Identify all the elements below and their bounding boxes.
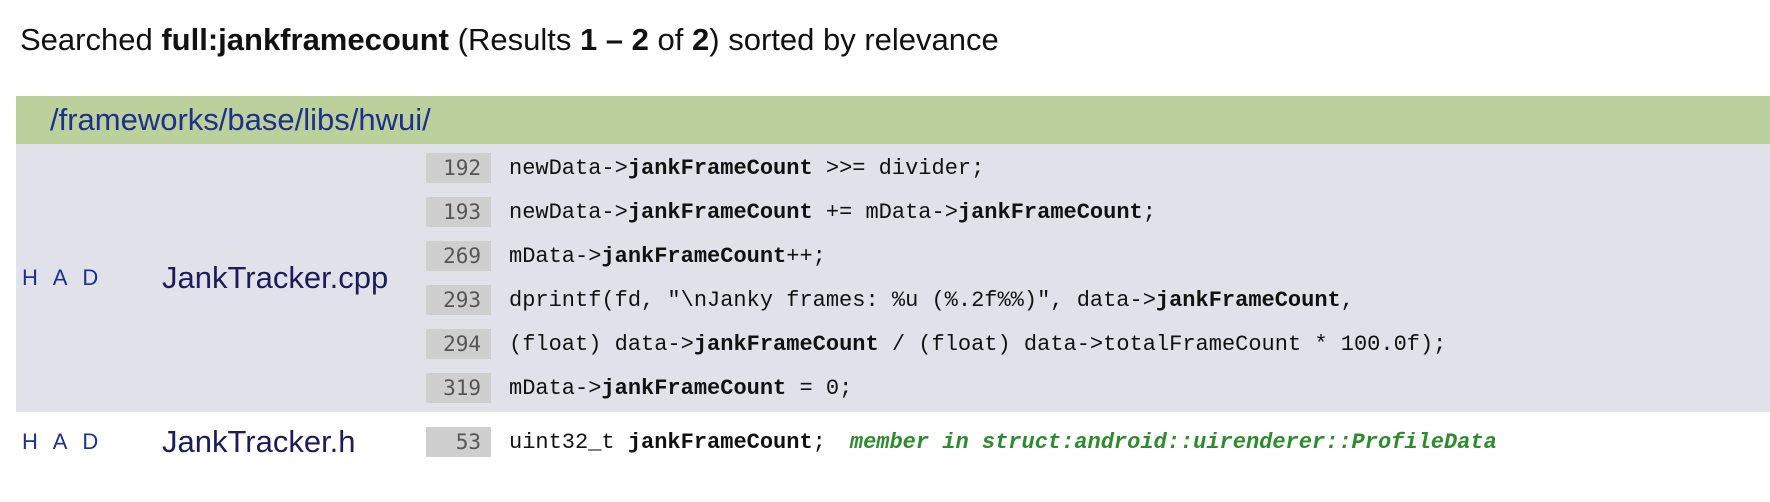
match-line[interactable]: 192 newData->jankFrameCount >>= divider;: [426, 146, 1770, 190]
results-open: (Results: [457, 22, 572, 57]
line-number[interactable]: 269: [426, 241, 491, 271]
match-highlight: jankFrameCount: [957, 199, 1143, 225]
match-line[interactable]: 319 mData->jankFrameCount = 0;: [426, 366, 1770, 410]
match-highlight: jankFrameCount: [601, 243, 787, 269]
directory-row: /frameworks/base/libs/hwui/: [16, 96, 1770, 144]
results-close: ): [709, 22, 720, 57]
results-table: /frameworks/base/libs/hwui/ H A D JankTr…: [16, 96, 1770, 472]
match-line[interactable]: 193 newData->jankFrameCount += mData->ja…: [426, 190, 1770, 234]
history-annotate-download: H A D: [16, 429, 162, 455]
search-summary: Searched full:jankframecount (Results 1 …: [20, 18, 999, 62]
file-name-link[interactable]: JankTracker.h: [162, 424, 356, 459]
line-number[interactable]: 319: [426, 373, 491, 403]
of-label: of: [657, 22, 684, 57]
code-snippet: dprintf(fd, "\nJanky frames: %u (%.2f%%)…: [509, 287, 1354, 313]
file-result-row: H A D JankTracker.cpp 192 newData->jankF…: [16, 144, 1770, 412]
searched-label: Searched: [20, 22, 153, 57]
annotate-link[interactable]: A: [52, 265, 72, 290]
annotate-link[interactable]: A: [52, 429, 72, 454]
match-highlight: jankFrameCount: [627, 429, 813, 455]
line-number[interactable]: 294: [426, 329, 491, 359]
history-annotate-download: H A D: [16, 265, 162, 291]
code-snippet: newData->jankFrameCount += mData->jankFr…: [509, 199, 1156, 225]
sorted-label: sorted by relevance: [728, 22, 999, 57]
symbol-scope: member in struct:android::uirenderer::Pr…: [849, 429, 1497, 455]
history-link[interactable]: H: [22, 429, 43, 454]
file-name-link[interactable]: JankTracker.cpp: [162, 260, 389, 295]
code-snippet: uint32_t jankFrameCount;: [509, 429, 826, 455]
match-highlight: jankFrameCount: [627, 155, 813, 181]
match-line[interactable]: 53 uint32_t jankFrameCount; member in st…: [426, 414, 1770, 470]
history-link[interactable]: H: [22, 265, 43, 290]
match-line[interactable]: 293 dprintf(fd, "\nJanky frames: %u (%.2…: [426, 278, 1770, 322]
match-highlight: jankFrameCount: [601, 375, 787, 401]
code-snippet: mData->jankFrameCount = 0;: [509, 375, 853, 401]
download-link[interactable]: D: [82, 265, 104, 290]
line-number[interactable]: 293: [426, 285, 491, 315]
line-number[interactable]: 193: [426, 197, 491, 227]
code-snippet: (float) data->jankFrameCount / (float) d…: [509, 331, 1447, 357]
download-link[interactable]: D: [82, 429, 104, 454]
match-highlight: jankFrameCount: [1155, 287, 1341, 313]
match-lines: 53 uint32_t jankFrameCount; member in st…: [426, 412, 1770, 472]
code-snippet: mData->jankFrameCount++;: [509, 243, 826, 269]
results-range: 1 – 2: [579, 22, 649, 57]
match-line[interactable]: 269 mData->jankFrameCount++;: [426, 234, 1770, 278]
line-number[interactable]: 192: [426, 153, 491, 183]
file-result-row: H A D JankTracker.h 53 uint32_t jankFram…: [16, 412, 1770, 472]
match-lines: 192 newData->jankFrameCount >>= divider;…: [426, 144, 1770, 412]
match-highlight: jankFrameCount: [693, 331, 879, 357]
results-total: 2: [692, 22, 710, 57]
code-snippet: newData->jankFrameCount >>= divider;: [509, 155, 985, 181]
search-query: full:jankframecount: [161, 22, 449, 57]
directory-link[interactable]: /frameworks/base/libs/hwui/: [50, 102, 431, 137]
line-number[interactable]: 53: [426, 427, 491, 457]
match-line[interactable]: 294 (float) data->jankFrameCount / (floa…: [426, 322, 1770, 366]
match-highlight: jankFrameCount: [627, 199, 813, 225]
